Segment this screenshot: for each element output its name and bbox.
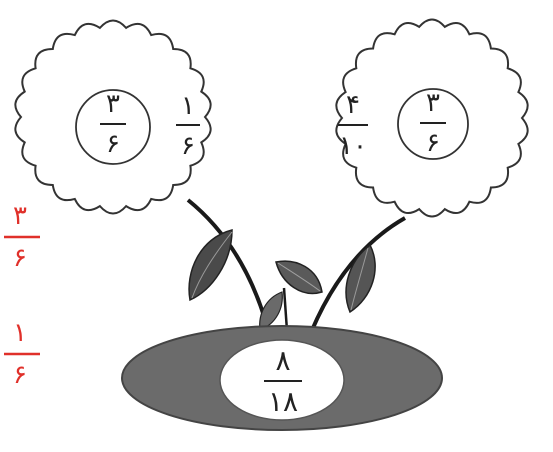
leaf-right <box>346 245 375 312</box>
fraction-denominator: ۶ <box>13 243 27 273</box>
fraction-numerator: ۱ <box>181 91 195 121</box>
fraction-denominator: ۶ <box>426 128 440 158</box>
fraction-denominator: ۶ <box>181 131 195 161</box>
fraction-numerator: ۳ <box>426 88 440 118</box>
fraction-denominator: ۱۰ <box>339 131 367 161</box>
fraction-numerator: ۳ <box>13 201 27 231</box>
fraction-numerator: ۴ <box>346 90 360 120</box>
fraction-denominator: ۶ <box>106 129 120 159</box>
fraction-numerator: ۱ <box>13 318 27 348</box>
fraction-denominator: ۶ <box>13 360 27 390</box>
red-fraction-1: ۳ ۶ <box>4 201 40 273</box>
fraction-denominator: ۱۸ <box>268 385 298 418</box>
leaf-small <box>260 292 283 330</box>
fraction-numerator: ۸ <box>275 344 290 377</box>
red-fraction-2: ۱ ۶ <box>4 318 40 390</box>
fraction-numerator: ۳ <box>106 89 120 119</box>
